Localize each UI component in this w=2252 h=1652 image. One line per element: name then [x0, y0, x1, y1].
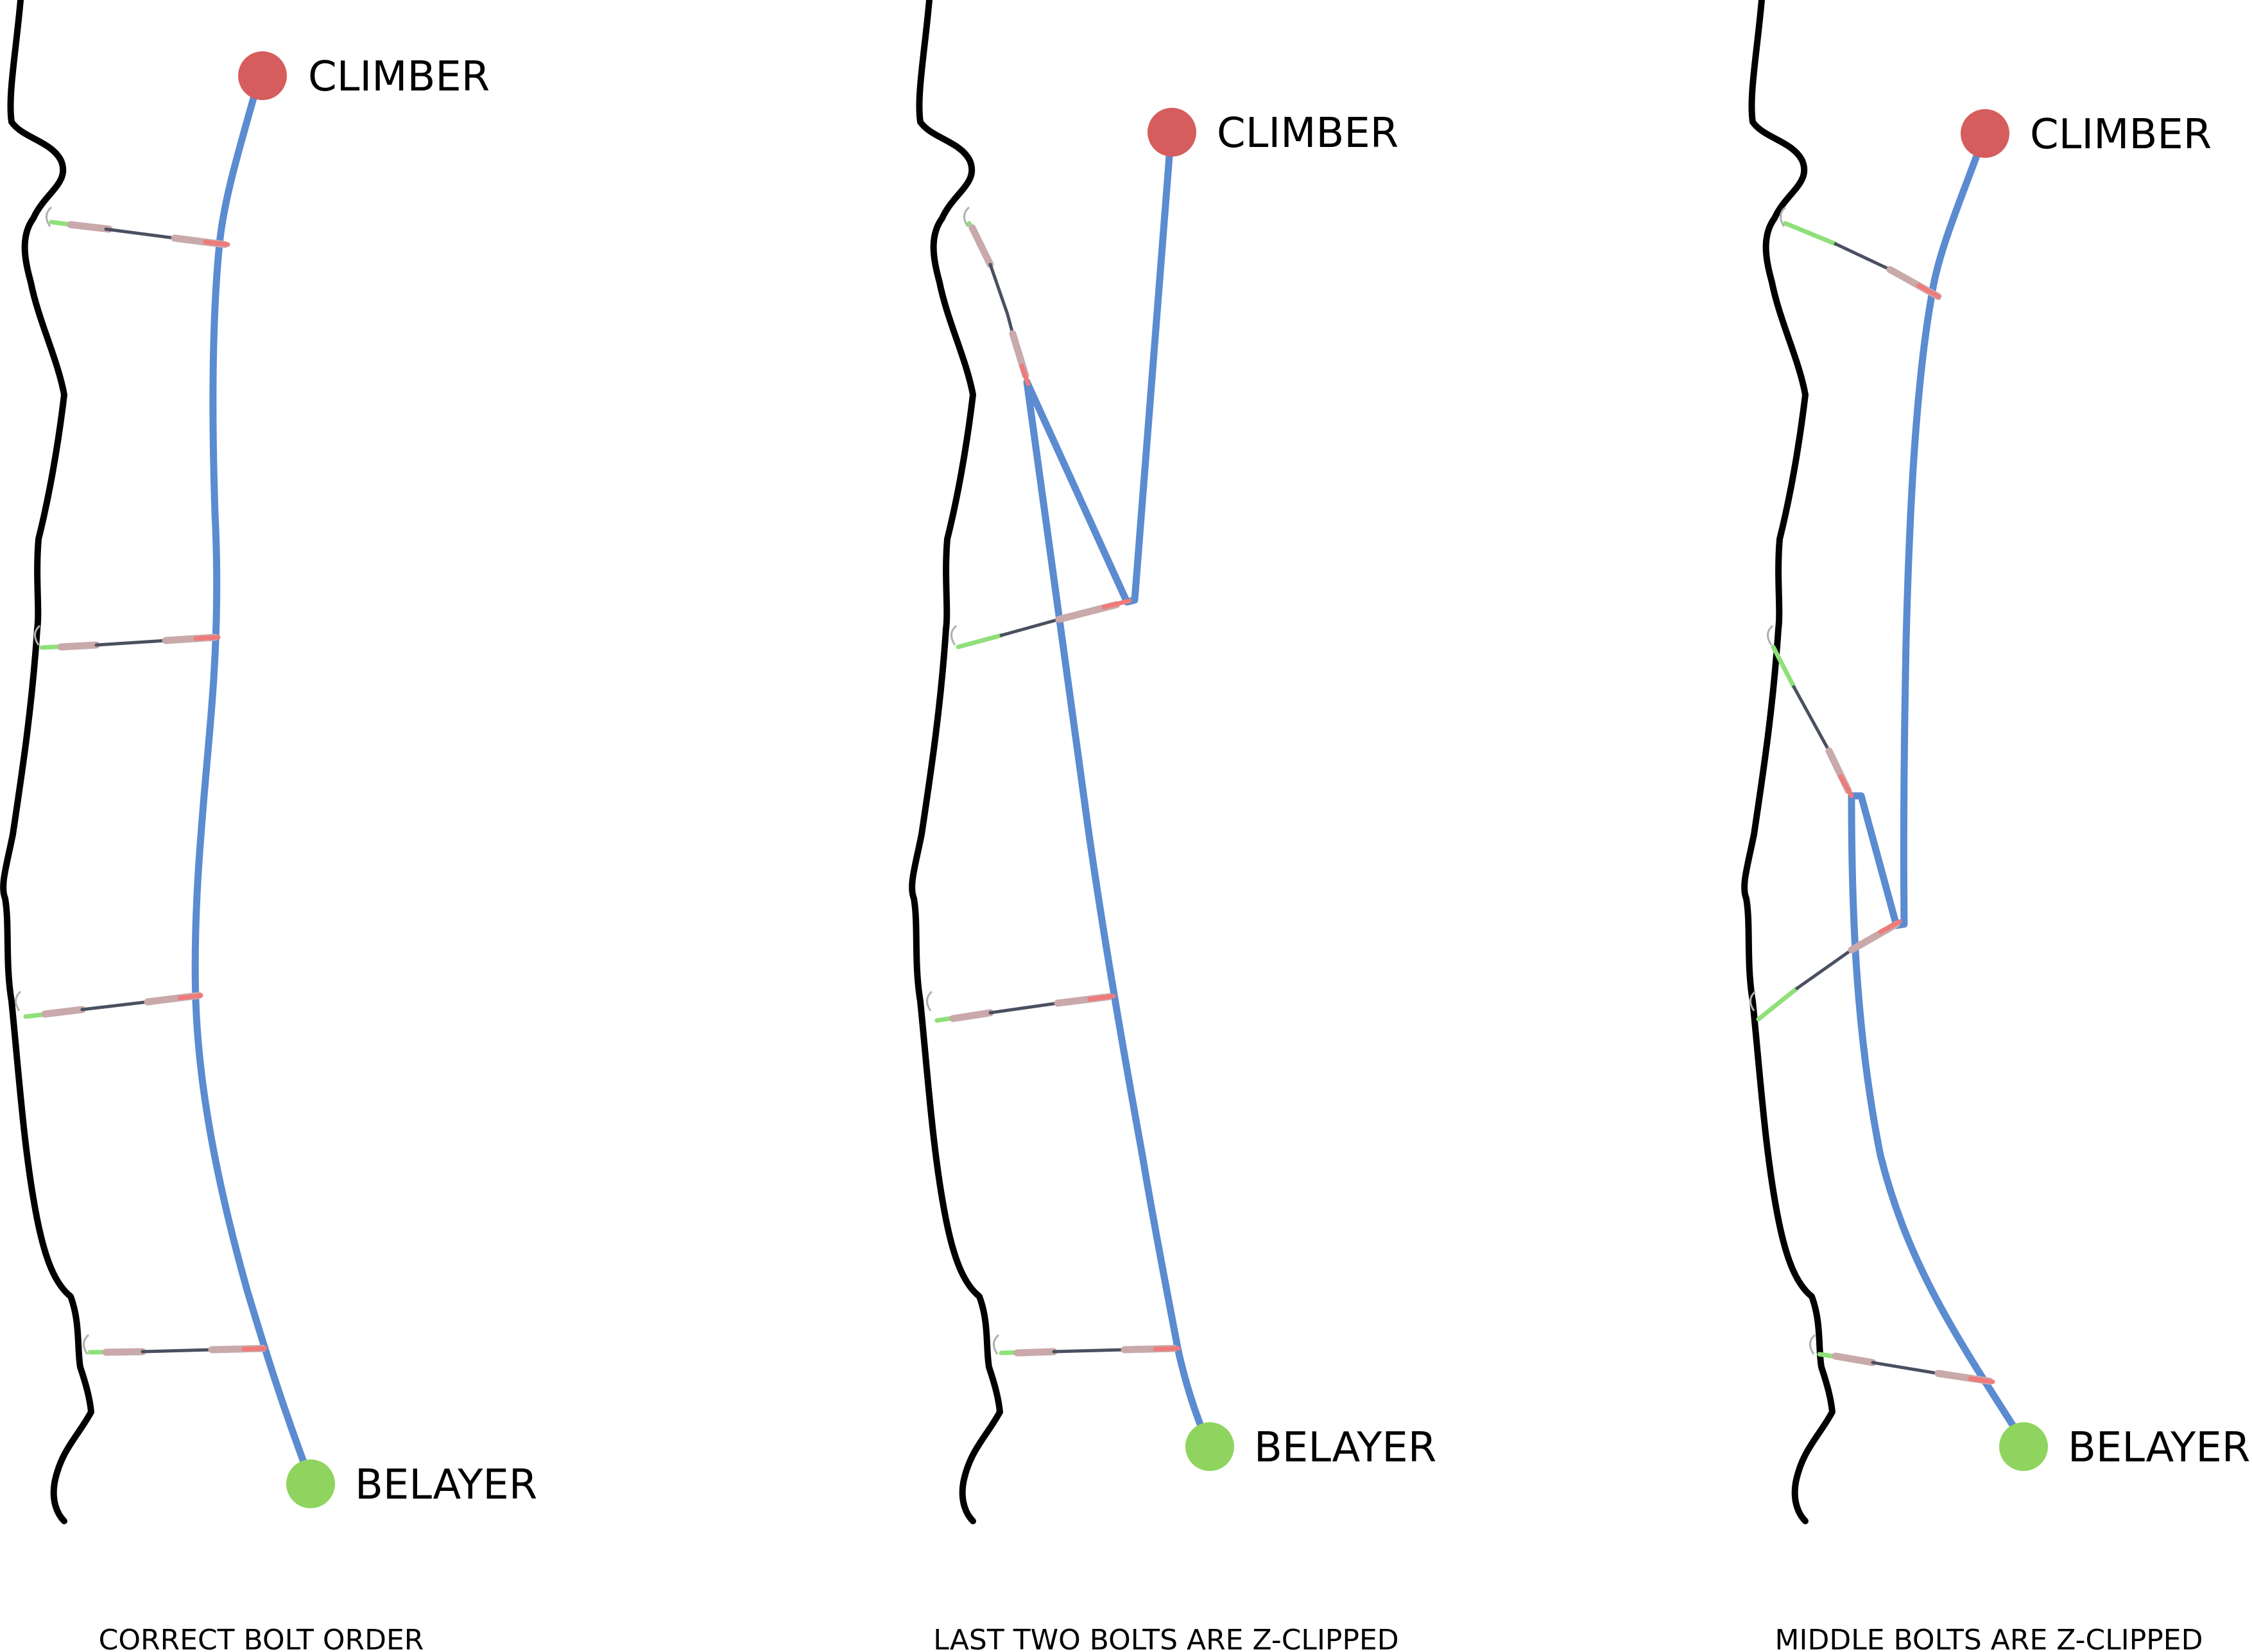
quickdraw — [1749, 919, 1902, 1022]
quickdraw — [15, 990, 203, 1019]
panel-caption: LAST TWO BOLTS ARE Z-CLIPPED — [933, 1624, 1398, 1652]
climber-label: CLIMBER — [308, 53, 490, 101]
panel-caption: CORRECT BOLT ORDER — [99, 1624, 424, 1652]
quickdraw — [83, 1334, 268, 1356]
panel-caption: MIDDLE BOLTS ARE Z-CLIPPED — [1775, 1624, 2203, 1652]
belayer-marker — [1999, 1422, 2048, 1471]
climber-marker — [1147, 108, 1196, 157]
panel-correct: CLIMBER BELAYER CORRECT BOLT ORDER — [0, 0, 537, 1652]
climber-marker — [238, 51, 287, 100]
quickdraw — [46, 206, 230, 248]
belayer-label: BELAYER — [1254, 1424, 1436, 1472]
belayer-marker — [286, 1459, 335, 1508]
quickdraw — [926, 990, 1116, 1023]
panel-last-two-z: CLIMBER BELAYER LAST TWO BOLTS ARE Z-CLI… — [909, 0, 1436, 1652]
quickdraw — [993, 1334, 1181, 1357]
rock-wall — [0, 0, 94, 1524]
rock-wall — [909, 0, 1003, 1524]
rope — [1023, 128, 1212, 1448]
climber-marker — [1961, 109, 2009, 158]
climber-label: CLIMBER — [2030, 111, 2212, 159]
quickdraw — [1780, 206, 1942, 300]
belayer-label: BELAYER — [2068, 1424, 2250, 1472]
rock-wall — [1741, 0, 1835, 1524]
belayer-marker — [1185, 1422, 1234, 1471]
rope — [191, 73, 315, 1486]
quickdraw — [963, 206, 1031, 386]
belayer-label: BELAYER — [355, 1461, 537, 1509]
quickdraw — [34, 624, 221, 651]
climber-label: CLIMBER — [1217, 110, 1398, 157]
rope — [1848, 131, 2029, 1448]
quickdraw — [1767, 624, 1854, 798]
panel-middle-z: CLIMBER BELAYER MIDDLE BOLTS ARE Z-CLIPP… — [1741, 0, 2250, 1652]
quickdraw — [950, 598, 1132, 650]
quickdraw — [1809, 1334, 1995, 1385]
